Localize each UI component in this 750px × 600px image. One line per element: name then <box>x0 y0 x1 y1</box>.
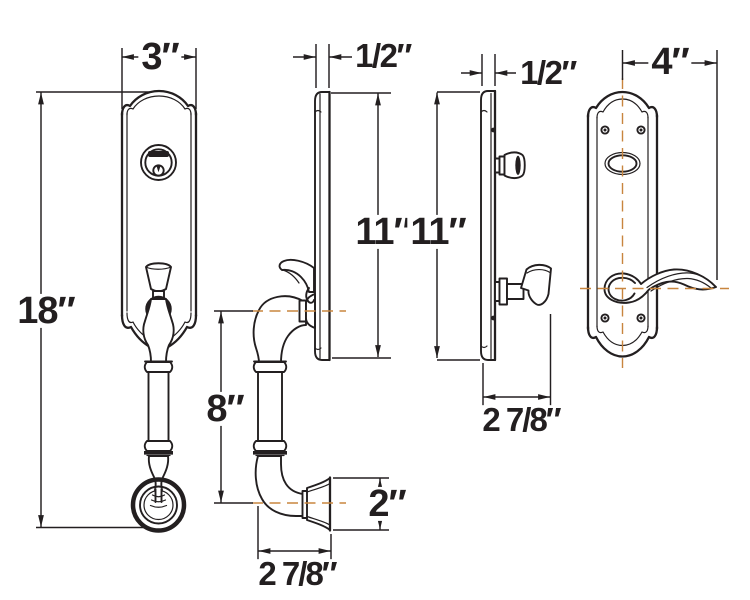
thumbturn-side <box>494 151 526 180</box>
exterior-front-view <box>120 89 198 533</box>
dim-label-interior-plate-thickness: 1/2″ <box>517 56 579 89</box>
dim-label-exterior-overall-height: 18″ <box>14 292 78 330</box>
dim-label-exterior-base-height: 2″ <box>365 485 409 523</box>
lever-side <box>494 263 552 306</box>
interior-side-view <box>480 89 552 362</box>
deadbolt-cylinder-icon <box>140 144 177 181</box>
thumb-latch-profile <box>278 258 315 304</box>
dim-label-exterior-plate-thickness: 1/2″ <box>352 39 414 72</box>
grip-front <box>130 295 187 533</box>
brand-mark-band <box>148 151 169 157</box>
keyhole-icon <box>152 164 165 177</box>
dim-label-exterior-grip-length: 8″ <box>203 390 247 428</box>
dim-label-interior-plate-height: 11″ <box>407 213 469 251</box>
rosette-icon <box>130 477 187 533</box>
dim-label-exterior-projection: 2 7/8″ <box>255 557 339 590</box>
thumb-piece <box>145 262 172 300</box>
screw-side-top <box>491 127 496 133</box>
dim-label-interior-lever-reach: 4″ <box>648 43 692 81</box>
dim-label-interior-projection: 2 7/8″ <box>479 403 563 436</box>
screw-side-bottom <box>491 315 496 321</box>
lever-front <box>603 268 717 304</box>
interior-front-view <box>586 90 717 358</box>
exterior-side-view <box>252 90 332 532</box>
dim-label-exterior-plate-width: 3″ <box>138 38 182 76</box>
screws <box>600 125 646 323</box>
centerlines <box>252 78 729 504</box>
dim-label-exterior-plate-height: 11″ <box>352 213 414 251</box>
